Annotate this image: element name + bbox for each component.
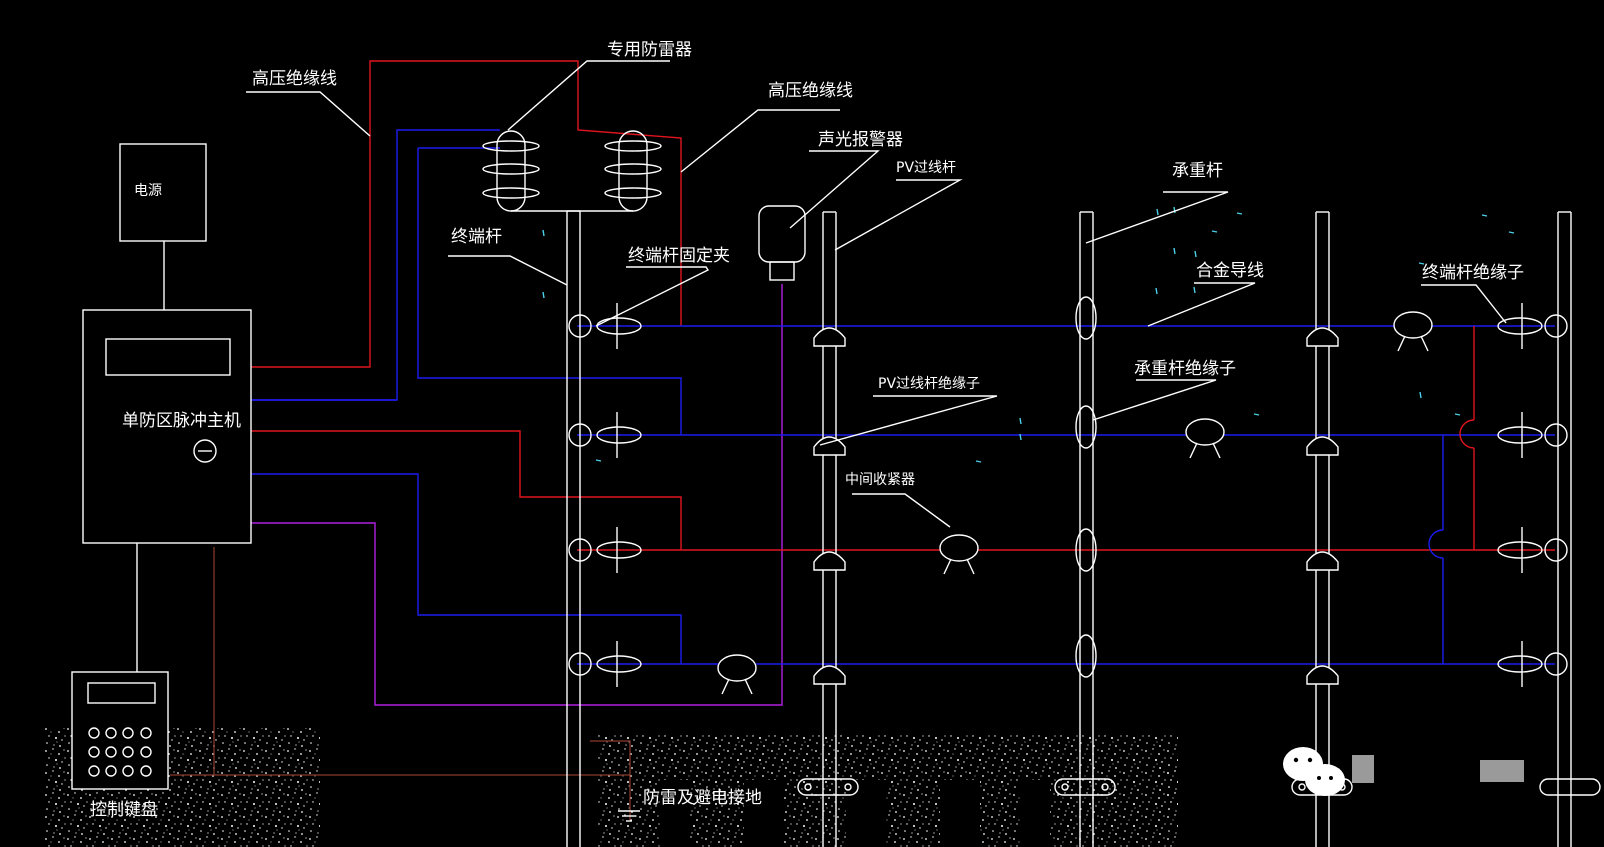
label-bearing-insulator: 承重杆绝缘子 [1134,359,1236,379]
label-hv-wire-left: 高压绝缘线 [252,69,337,89]
tensioners [717,311,1433,695]
label-terminal-clamp: 终端杆固定夹 [628,246,730,266]
labels: 高压绝缘线 专用防雷器 高压绝缘线 声光报警器 PV过线杆 终端杆 终端杆固定夹… [252,40,1524,808]
lightning-arrester [482,130,662,212]
label-pv-insulator: PV过线杆绝缘子 [878,376,980,392]
tensioner [1185,418,1225,459]
terminal-pole-right [1497,211,1601,847]
keypad-label: 控制键盘 [90,800,158,820]
pv-pole-base [797,778,859,796]
ground-area [45,728,1178,847]
host-controller: 单防区脉冲主机 [82,309,252,672]
label-lightning-arrester: 专用防雷器 [607,40,692,60]
bearing-pole-1 [1054,211,1116,847]
cad-marks [542,206,1515,463]
label-grounding: 防雷及避电接地 [643,788,762,808]
terminal-pole-left [566,210,640,847]
label-terminal-insulator: 终端杆绝缘子 [1422,263,1524,283]
keypad-buttons [88,727,152,777]
power-supply-box: 电源 [119,143,207,310]
tensioner [1393,311,1433,352]
watermark-logo [1283,747,1524,796]
control-keypad: 控制键盘 [71,671,169,820]
label-bearing-pole: 承重杆 [1172,161,1223,181]
label-tensioner: 中间收紧器 [845,472,915,488]
label-terminal-pole: 终端杆 [451,227,502,247]
leader-lines [246,60,1507,528]
bearing-pole-2 [1291,211,1353,847]
host-label: 单防区脉冲主机 [122,411,241,431]
pv-insulators [813,327,846,685]
label-alloy-wire: 合金导线 [1196,261,1264,281]
hv-wires [170,60,1555,820]
label-alarm: 声光报警器 [818,130,903,150]
tensioner [717,654,757,695]
sound-light-alarm [758,205,806,281]
terminal-insulators-left [568,303,642,687]
label-pv-pole: PV过线杆 [896,160,956,176]
power-label: 电源 [134,183,162,199]
pv-pole [797,211,859,847]
label-hv-wire-right: 高压绝缘线 [768,81,853,101]
tensioner [939,534,979,575]
